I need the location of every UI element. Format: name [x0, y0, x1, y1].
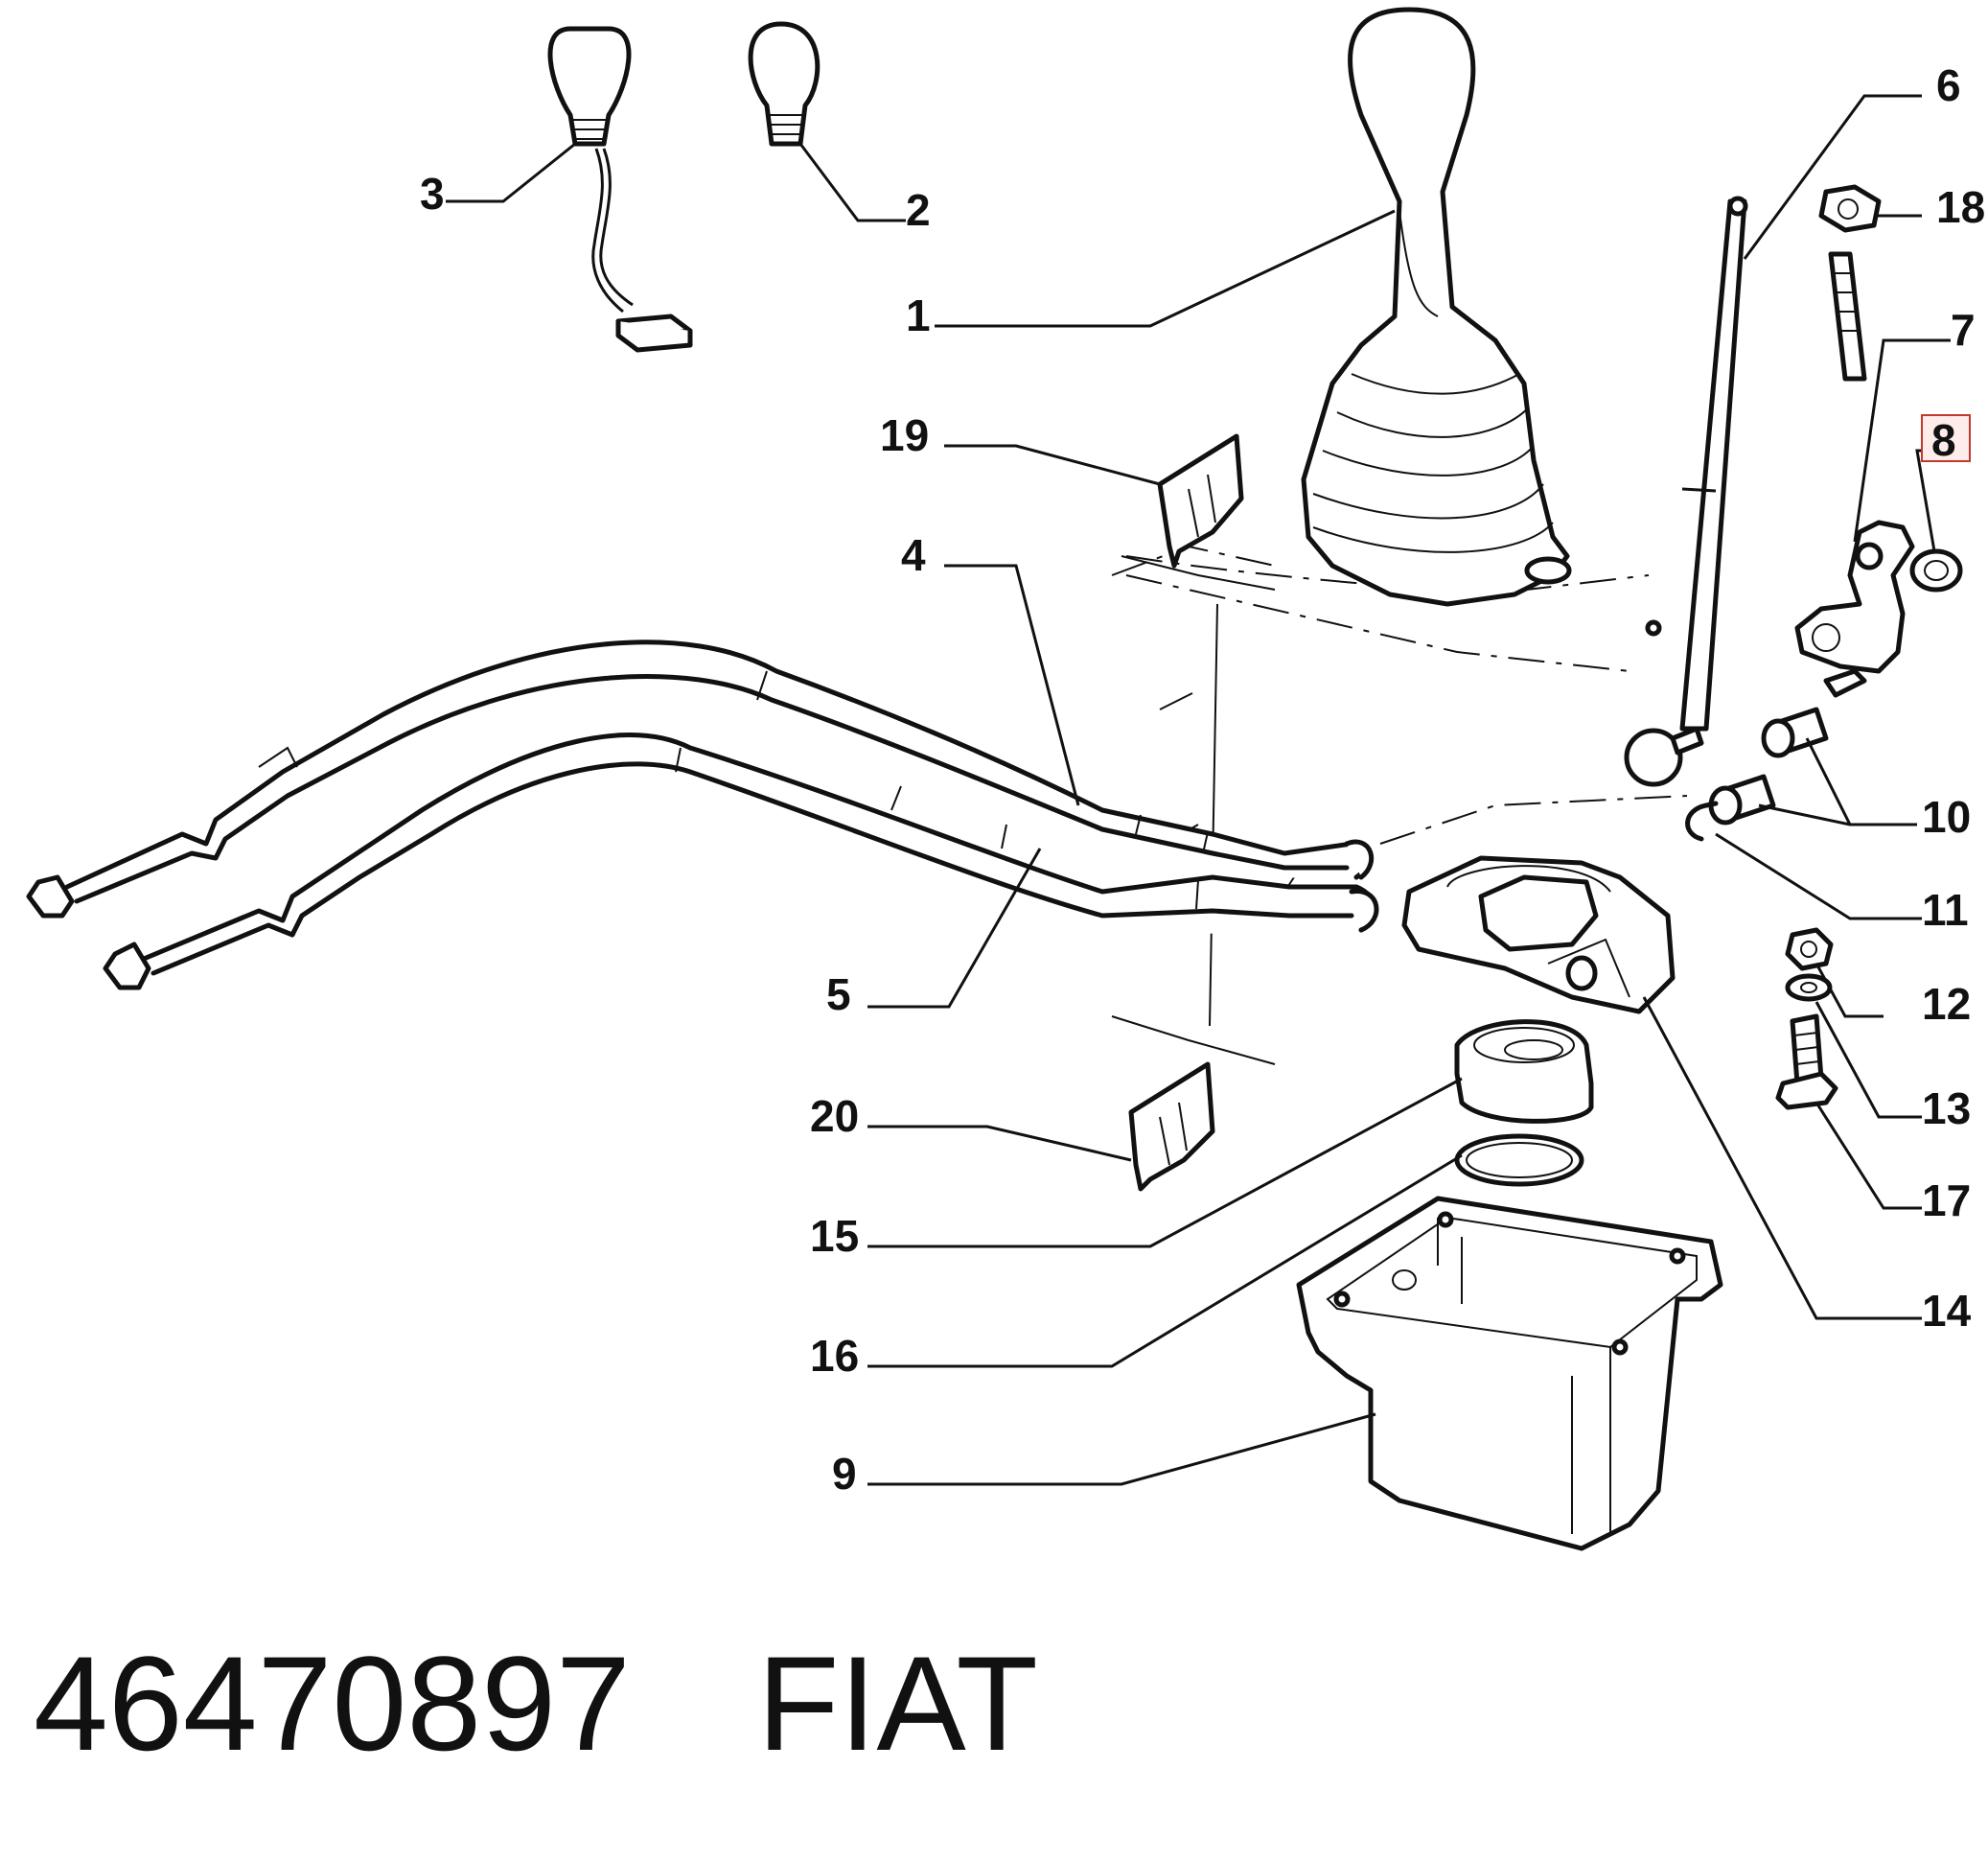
leader-12 — [1815, 963, 1884, 1018]
part-8-bushing — [1909, 548, 1963, 593]
part-17-bolt — [1775, 1013, 1838, 1110]
part-2-gear-knob — [748, 21, 821, 147]
callout-8-highlight-box — [1921, 414, 1971, 462]
callout-14[interactable]: 14 — [1922, 1286, 1972, 1336]
brand-name: FIAT — [757, 1628, 1038, 1779]
callout-2[interactable]: 2 — [906, 185, 931, 235]
leader-14 — [1642, 996, 1922, 1320]
part-1-gear-lever-boot — [1301, 7, 1572, 607]
callout-19[interactable]: 19 — [880, 410, 929, 460]
callout-numbers: 3 2 1 6 18 7 8 19 4 5 20 10 11 12 13 17 … — [420, 60, 1985, 1499]
part-9-housing-box — [1296, 1196, 1723, 1551]
part-5-shift-cable — [103, 733, 1379, 990]
part-18-nut — [1818, 184, 1882, 382]
callout-5[interactable]: 5 — [826, 969, 851, 1019]
leader-9 — [867, 1412, 1376, 1486]
leader-5 — [867, 848, 1042, 1009]
callout-10[interactable]: 10 — [1922, 792, 1971, 842]
part-7-selector-bracket — [1794, 520, 1915, 698]
leader-17 — [1815, 1102, 1922, 1210]
part-19-clip — [1157, 433, 1244, 569]
callout-18[interactable]: 18 — [1936, 182, 1985, 232]
leader-2 — [798, 143, 906, 222]
part-3-gear-knob-with-wire — [547, 26, 693, 353]
part-12-nut — [1785, 927, 1834, 971]
callout-1[interactable]: 1 — [906, 291, 931, 340]
part-6-shift-rod — [1624, 196, 1748, 787]
callout-3[interactable]: 3 — [420, 169, 445, 219]
callout-4[interactable]: 4 — [901, 530, 926, 580]
leader-19 — [944, 444, 1161, 486]
callout-15[interactable]: 15 — [810, 1211, 859, 1261]
leader-11 — [1715, 832, 1922, 920]
callout-8[interactable]: 8 — [1931, 415, 1956, 465]
leader-13 — [1815, 1001, 1922, 1119]
part-15-seal-boot — [1454, 1019, 1594, 1124]
leader-16 — [867, 1153, 1463, 1368]
leader-15 — [867, 1077, 1463, 1248]
callout-7[interactable]: 7 — [1951, 305, 1976, 355]
callout-20[interactable]: 20 — [810, 1091, 859, 1141]
callout-11[interactable]: 11 — [1922, 885, 1969, 935]
leader-7 — [1853, 338, 1951, 543]
callout-17[interactable]: 17 — [1922, 1175, 1971, 1225]
callout-6[interactable]: 6 — [1936, 60, 1961, 110]
leader-10 — [1758, 737, 1917, 826]
part-number: 46470897 — [34, 1628, 631, 1779]
leader-lines — [446, 94, 1951, 1486]
leader-4 — [944, 564, 1080, 806]
callout-16[interactable]: 16 — [810, 1331, 859, 1381]
part-10-bushings — [1708, 707, 1829, 826]
part-20-clip — [1128, 1061, 1215, 1192]
callout-9[interactable]: 9 — [832, 1449, 857, 1499]
leader-8 — [1915, 449, 1936, 552]
callout-13[interactable]: 13 — [1922, 1083, 1971, 1133]
part-14-base-plate — [1401, 855, 1676, 1014]
leader-20 — [867, 1125, 1132, 1162]
leader-6 — [1743, 94, 1922, 260]
callout-12[interactable]: 12 — [1922, 979, 1971, 1029]
leader-1 — [935, 209, 1396, 328]
part-16-o-ring — [1454, 1133, 1584, 1187]
part-11-circlip — [1685, 801, 1719, 842]
leader-3 — [446, 142, 576, 203]
footer: 46470897 FIAT — [34, 1628, 1038, 1779]
